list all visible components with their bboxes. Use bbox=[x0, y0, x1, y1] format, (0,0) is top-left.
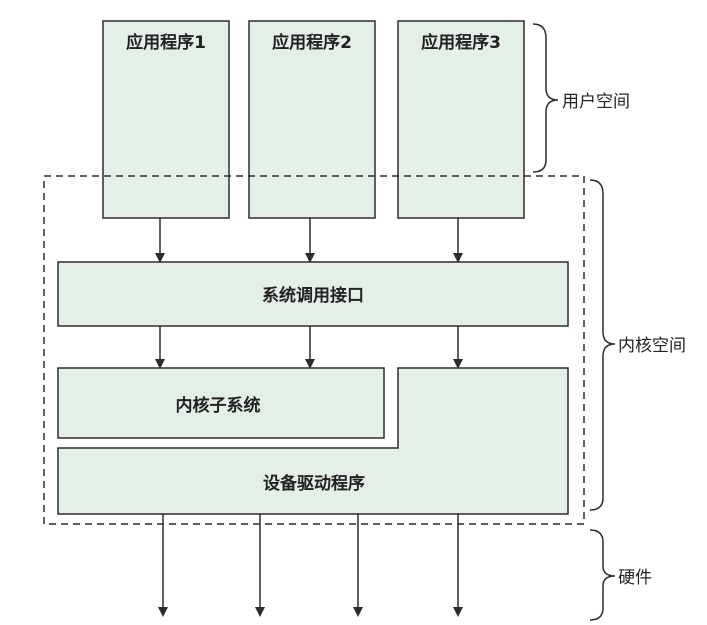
syscall-interface-box: 系统调用接口 bbox=[57, 261, 569, 327]
app-label-2: 应用程序2 bbox=[272, 32, 352, 53]
app-label-1: 应用程序1 bbox=[126, 32, 206, 53]
app-box-2: 应用程序2 bbox=[248, 20, 376, 219]
hardware-brace bbox=[589, 529, 616, 621]
user-space-label: 用户空间 bbox=[562, 92, 630, 112]
kernel-subsystem-box: 内核子系统 bbox=[57, 367, 385, 439]
syscall-interface-label: 系统调用接口 bbox=[262, 285, 364, 306]
kernel-subsystem-label: 内核子系统 bbox=[176, 395, 261, 416]
app-label-3: 应用程序3 bbox=[421, 32, 501, 53]
kernel-space-boundary bbox=[43, 175, 585, 525]
kernel-space-label: 内核空间 bbox=[618, 336, 686, 356]
device-driver-box: 设备驱动程序 bbox=[57, 367, 569, 515]
app-box-1: 应用程序1 bbox=[102, 20, 230, 219]
app-box-3: 应用程序3 bbox=[397, 20, 525, 219]
hardware-label: 硬件 bbox=[618, 568, 652, 588]
device-driver-label: 设备驱动程序 bbox=[263, 473, 365, 494]
kernel-space-brace bbox=[589, 179, 616, 511]
user-space-brace bbox=[532, 23, 559, 173]
